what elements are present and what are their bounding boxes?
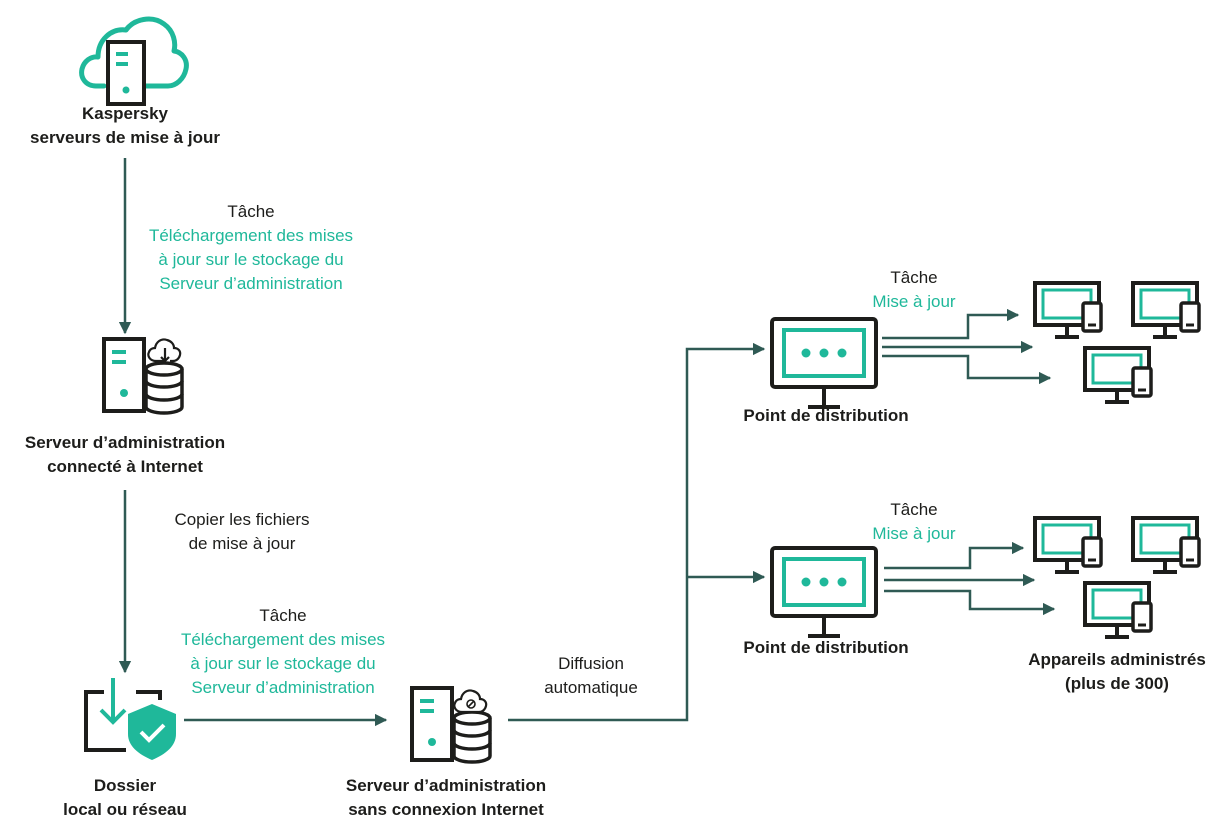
download-task-2-label: Tâche Téléchargement des mises à jour su… [181, 604, 385, 700]
connector-offline-server-to-distribution-point-1 [508, 342, 766, 722]
copy-files-line1: Copier les fichiers [174, 510, 310, 529]
auto-distribution-label: Diffusion automatique [544, 652, 638, 700]
server-database-offline-icon [410, 686, 492, 764]
online-server-label: Serveur d’administration connecté à Inte… [25, 431, 225, 479]
managed-devices-line2: (plus de 300) [1065, 674, 1169, 693]
connector-dp2-to-device-1 [884, 541, 1025, 570]
offline-server-label-line2: sans connexion Internet [348, 800, 544, 819]
update-task-1-label: Tâche Mise à jour [872, 266, 955, 314]
desktop-phone-icon [1033, 516, 1103, 574]
task-name-line1: Téléchargement des mises [148, 226, 354, 245]
copy-files-line2: de mise à jour [188, 534, 296, 553]
connector-dp2-to-device-3 [884, 589, 1056, 616]
copy-files-label: Copier les fichiers de mise à jour [174, 508, 309, 556]
kaspersky-label-line2: serveurs de mise à jour [30, 128, 220, 147]
kaspersky-label: Kaspersky serveurs de mise à jour [30, 102, 220, 150]
task-name-line1: Téléchargement des mises [180, 630, 386, 649]
task-prefix: Tâche [890, 268, 938, 287]
auto-distribution-line1: Diffusion [558, 654, 624, 673]
folder-shield-icon [84, 678, 176, 760]
folder-label-line2: local ou réseau [63, 800, 187, 819]
desktop-phone-icon [1131, 281, 1201, 339]
folder-label-line1: Dossier [93, 776, 157, 795]
offline-server-label: Serveur d’administration sans connexion … [346, 774, 546, 822]
update-task-2-label: Tâche Mise à jour [872, 498, 955, 546]
download-task-1-label: Tâche Téléchargement des mises à jour su… [149, 200, 353, 296]
kaspersky-label-line1: Kaspersky [81, 104, 168, 123]
distribution-point-2-label: Point de distribution [743, 638, 909, 657]
auto-distribution-line2: automatique [544, 678, 638, 697]
folder-label: Dossier local ou réseau [63, 774, 187, 822]
managed-devices-line1: Appareils administrés [1028, 650, 1206, 669]
offline-server-label-line1: Serveur d’administration [345, 776, 547, 795]
task-name-line3: Serveur d’administration [191, 678, 375, 697]
task-name-line2: à jour sur le stockage du [158, 250, 344, 269]
task-prefix: Tâche [890, 500, 938, 519]
distribution-point-1-icon [770, 317, 878, 409]
online-server-label-line1: Serveur d’administration [24, 433, 226, 452]
task-name-line2: à jour sur le stockage du [190, 654, 376, 673]
task-prefix: Tâche [259, 606, 307, 625]
distribution-point-1-label: Point de distribution [743, 406, 909, 425]
task-name-line3: Serveur d’administration [159, 274, 343, 293]
connector-dp1-to-device-3 [882, 354, 1052, 385]
desktop-phone-icon [1083, 346, 1153, 404]
desktop-phone-icon [1083, 581, 1153, 639]
managed-devices-label: Appareils administrés (plus de 300) [1028, 648, 1206, 696]
task-prefix: Tâche [227, 202, 275, 221]
task-name: Mise à jour [872, 292, 956, 311]
task-name: Mise à jour [872, 524, 956, 543]
desktop-phone-icon [1131, 516, 1201, 574]
distribution-point-2-icon [770, 546, 878, 638]
cloud-server-icon [79, 16, 189, 106]
online-server-label-line2: connecté à Internet [47, 457, 203, 476]
desktop-phone-icon [1033, 281, 1103, 339]
connector-dp1-to-device-1 [882, 308, 1020, 340]
server-database-download-icon [102, 337, 184, 415]
